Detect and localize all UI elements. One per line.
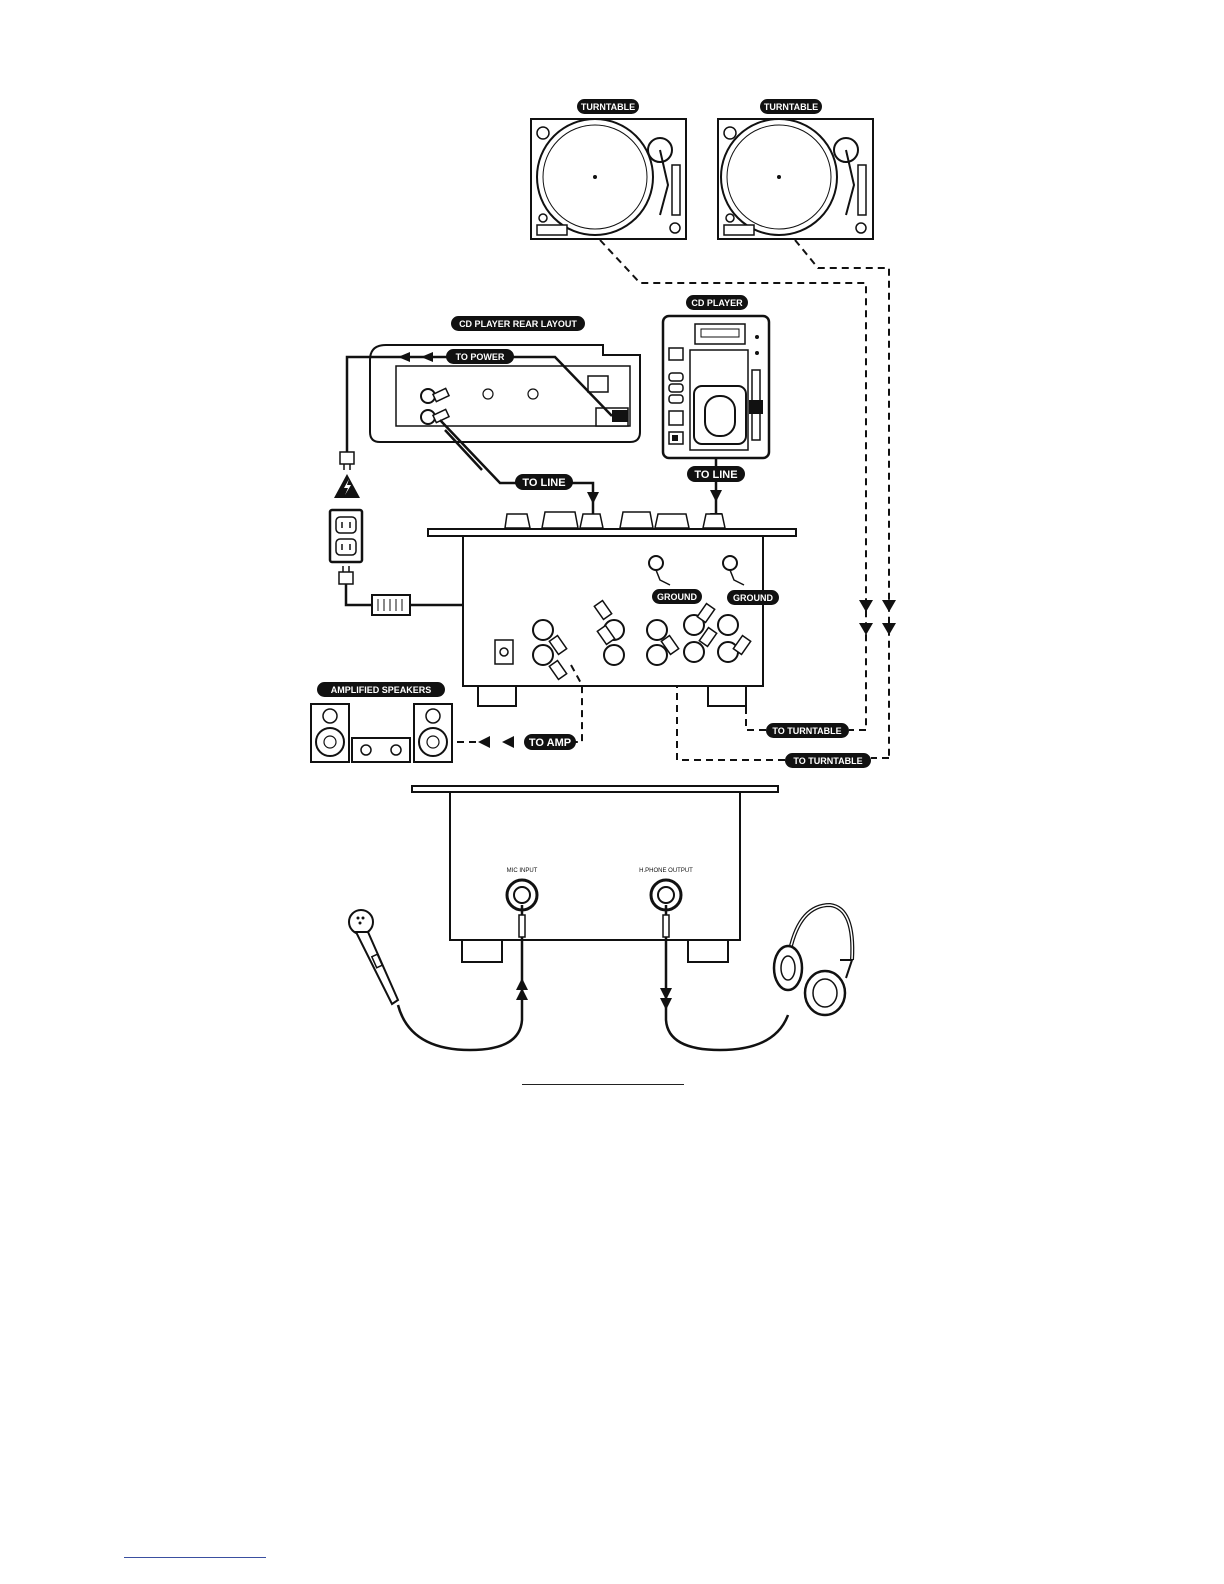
turntable-right-label: TURNTABLE xyxy=(764,102,818,112)
power-plug xyxy=(340,452,354,470)
cd-player: CD PLAYER xyxy=(663,295,769,458)
to-line-right-label: TO LINE xyxy=(694,469,737,481)
headphones-icon xyxy=(774,905,852,1015)
turntable-left: TURNTABLE xyxy=(531,99,686,239)
footer-rule xyxy=(124,1557,266,1558)
mic-input-label: MIC INPUT xyxy=(507,868,538,874)
cd-player-rear-label: CD PLAYER REAR LAYOUT xyxy=(459,319,577,329)
mixer-icon xyxy=(428,512,796,706)
ground-left-label: GROUND xyxy=(657,592,697,602)
power-adapter xyxy=(372,595,410,615)
warning-icon xyxy=(334,474,360,498)
turntable-left-label: TURNTABLE xyxy=(581,102,635,112)
cd-player-label: CD PLAYER xyxy=(691,298,743,308)
speakers-icon xyxy=(311,704,452,762)
caption-rule xyxy=(522,1084,684,1085)
cd-player-rear: CD PLAYER REAR LAYOUT xyxy=(370,316,640,442)
microphone-icon xyxy=(349,910,398,1004)
ground-right-label: GROUND xyxy=(733,593,773,603)
mixer-front: MIC INPUT H.PHONE OUTPUT xyxy=(412,786,778,962)
to-line-left-label: TO LINE xyxy=(522,477,565,489)
to-turntable-2-label: TO TURNTABLE xyxy=(793,756,862,766)
turntable-arrows xyxy=(859,600,896,635)
turntable-right: TURNTABLE xyxy=(718,99,873,239)
to-turntable-1-label: TO TURNTABLE xyxy=(772,726,841,736)
turntable-icon xyxy=(531,119,686,239)
cd-player-icon xyxy=(663,316,769,458)
power-outlet-icon xyxy=(330,510,362,562)
hphone-output-label: H.PHONE OUTPUT xyxy=(639,868,693,874)
to-amp-label: TO AMP xyxy=(529,737,571,749)
amplified-speakers-label: AMPLIFIED SPEAKERS xyxy=(331,685,432,695)
turntable-icon xyxy=(718,119,873,239)
adapter-plug xyxy=(339,566,353,584)
to-power-label: TO POWER xyxy=(456,352,505,362)
